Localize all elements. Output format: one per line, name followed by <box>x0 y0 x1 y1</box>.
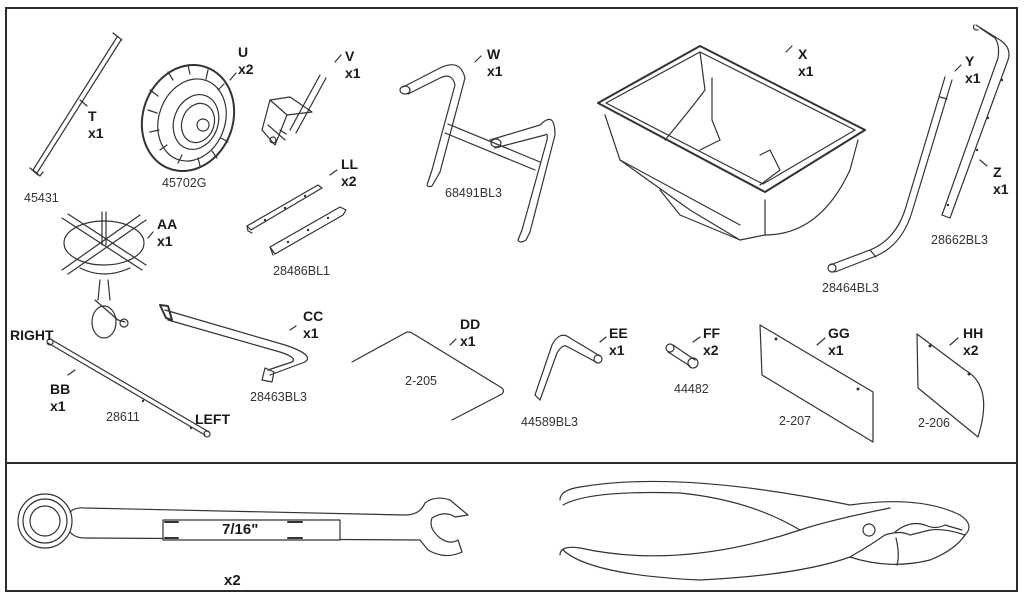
part-qty: x2 <box>341 173 357 189</box>
wrench-qty: x2 <box>224 572 241 589</box>
part-u-wheel <box>140 63 237 173</box>
part-number-y: 28464BL3 <box>822 281 880 295</box>
part-number-ff: 44482 <box>674 382 709 396</box>
tool-pliers <box>559 480 970 581</box>
part-letter: DD <box>460 316 481 332</box>
part-qty: x1 <box>157 233 173 249</box>
part-gg-plate <box>759 324 874 443</box>
axle-left-label: LEFT <box>195 411 230 427</box>
parts-diagram-frame <box>5 7 1018 592</box>
part-number-hh: 2-206 <box>918 416 950 430</box>
part-letter: W <box>487 46 501 62</box>
part-cc-arm <box>159 304 309 383</box>
part-bb-axle <box>46 338 211 438</box>
part-letter: CC <box>303 308 324 324</box>
part-number-t: 45431 <box>24 191 59 205</box>
part-letter: Y <box>965 53 975 69</box>
part-aa-spinner <box>61 211 154 339</box>
part-letter: FF <box>703 325 721 341</box>
part-ee-tube <box>534 334 607 401</box>
part-number-ll: 28486BL1 <box>273 264 331 278</box>
wrench-size-label: 7/16" <box>222 521 259 538</box>
part-letter: LL <box>341 156 359 172</box>
part-letter: GG <box>828 325 850 341</box>
part-number-cc: 28463BL3 <box>250 390 308 404</box>
part-z-handle <box>941 24 1010 219</box>
part-qty: x1 <box>345 65 361 81</box>
part-qty: x1 <box>460 333 476 349</box>
part-qty: x1 <box>828 342 844 358</box>
part-letter: V <box>345 48 355 64</box>
part-number-ee: 44589BL3 <box>521 415 579 429</box>
part-number-u: 45702G <box>162 176 207 190</box>
part-letter: BB <box>50 381 71 397</box>
part-ll-brackets <box>246 169 347 256</box>
part-letter: AA <box>157 216 178 232</box>
part-dd-wire <box>351 331 505 421</box>
part-qty: x1 <box>487 63 503 79</box>
part-letter: EE <box>609 325 628 341</box>
part-number-z: 28662BL3 <box>931 233 989 247</box>
part-qty: x2 <box>238 61 254 77</box>
part-w-frame <box>399 55 556 243</box>
tools-divider <box>5 462 1018 464</box>
part-qty: x1 <box>88 125 104 141</box>
part-qty: x1 <box>303 325 319 341</box>
part-x-hopper <box>597 45 866 241</box>
part-letter: U <box>238 44 249 60</box>
part-number-bb: 28611 <box>106 410 140 424</box>
part-t-rod <box>29 32 123 177</box>
part-qty: x2 <box>963 342 979 358</box>
part-number-dd: 2-205 <box>405 374 437 388</box>
part-qty: x1 <box>965 70 981 86</box>
part-qty: x1 <box>50 398 66 414</box>
part-letter: Z <box>993 164 1002 180</box>
part-qty: x1 <box>798 63 814 79</box>
part-qty: x1 <box>609 342 625 358</box>
part-number-w: 68491BL3 <box>445 186 503 200</box>
part-letter: T <box>88 108 97 124</box>
part-qty: x2 <box>703 342 719 358</box>
part-hh-deflector <box>916 333 985 438</box>
part-letter: X <box>798 46 808 62</box>
axle-right-label: RIGHT <box>10 327 54 343</box>
part-ff-spacer <box>665 336 701 369</box>
part-y-handle <box>827 64 962 273</box>
part-number-gg: 2-207 <box>779 414 811 428</box>
part-qty: x1 <box>993 181 1009 197</box>
part-v-gate <box>261 54 342 146</box>
part-letter: HH <box>963 325 984 341</box>
tool-wrench <box>17 493 469 557</box>
